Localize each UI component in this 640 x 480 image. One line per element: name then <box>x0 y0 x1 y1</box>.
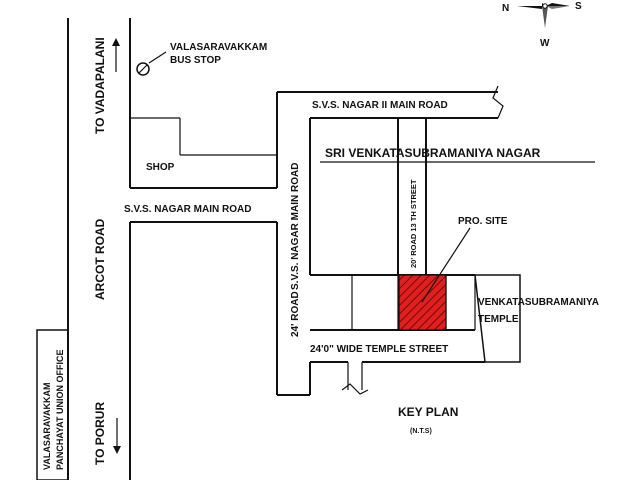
arrow-up-icon <box>112 38 120 72</box>
bus-stop-label-line2: BUS STOP <box>170 55 221 66</box>
nts-label: (N.T.S) <box>410 428 432 435</box>
panchayat-office-box <box>36 329 69 480</box>
compass-north: N <box>502 3 509 14</box>
temple-street-label: 24'0" WIDE TEMPLE STREET <box>310 344 448 355</box>
shop-label: SHOP <box>146 162 175 173</box>
temple-label-line2: TEMPLE <box>478 314 519 325</box>
svs-nagar-main-road-vertical-label: S.V.S. NAGAR MAIN ROAD <box>290 163 301 290</box>
plot-row <box>310 274 476 331</box>
compass-rose-icon <box>517 3 570 28</box>
pro-site-leader <box>421 227 471 303</box>
bus-stop-label-line1: VALASARAVAKKAM <box>170 42 267 53</box>
bus-stop-marker-icon <box>136 51 167 76</box>
svs-nagar-main-road-vertical-lines <box>276 92 311 396</box>
arcot-road-label: ARCOT ROAD <box>93 218 107 300</box>
compass-west: W <box>540 38 550 49</box>
svs-nagar-main-road-horizontal-label: S.V.S. NAGAR MAIN ROAD <box>124 204 251 215</box>
temple-street-lines <box>310 361 485 395</box>
temple-block <box>474 274 521 363</box>
key-plan-label: KEY PLAN <box>398 405 458 419</box>
thirteenth-street-lines <box>397 118 427 275</box>
road-24-label: 24' ROAD <box>290 291 301 337</box>
svs-nagar-ii-main-road-lines <box>277 85 504 119</box>
to-vadapalani-label: TO VADAPALANI <box>93 37 107 134</box>
panchayat-label-line1: VALASARAVAKKAM <box>42 383 52 471</box>
pro-site-label: PRO. SITE <box>458 216 508 227</box>
temple-label-line1: VENKATASUBRAMANIYA <box>478 297 599 308</box>
panchayat-label-line2: PANCHAYAT UNION OFFICE <box>55 349 65 470</box>
compass-south: S <box>575 1 582 12</box>
arrow-down-icon <box>113 418 121 454</box>
shop-block <box>130 117 277 156</box>
proposed-site-plot <box>398 274 447 331</box>
svs-nagar-main-road-horizontal-lines <box>130 187 277 223</box>
svs-nagar-ii-main-road-label: S.V.S. NAGAR II MAIN ROAD <box>312 100 448 111</box>
thirteenth-street-label: 20' ROAD 13 TH STREET <box>409 179 418 268</box>
to-porur-label: TO PORUR <box>93 402 107 465</box>
sri-venkatasubramaniya-nagar-label: SRI VENKATASUBRAMANIYA NAGAR <box>325 146 541 160</box>
